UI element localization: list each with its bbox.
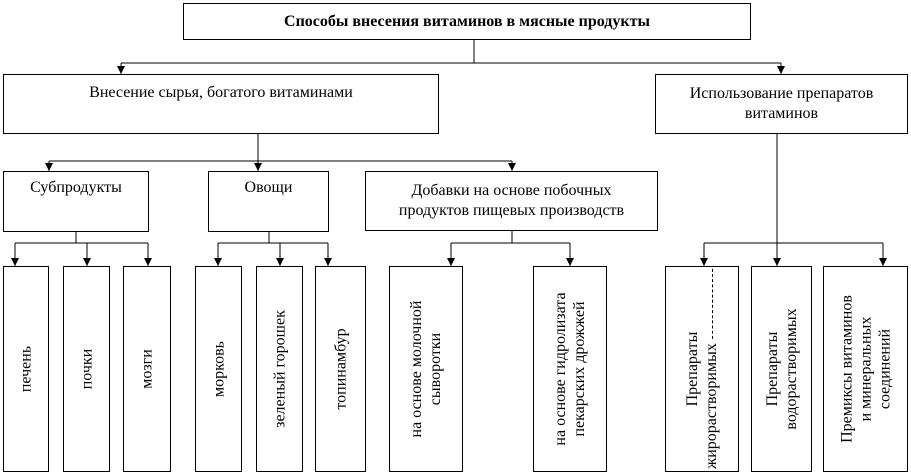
leaf-yeast: на основе гидролизата пекарских дрожжей [533, 266, 607, 472]
node-additives: Добавки на основе побочных продуктов пищ… [365, 171, 658, 231]
leaf-fat-soluble-line-1: Препараты [684, 331, 701, 407]
leaf-premixes-line-1: Премиксы витаминов [838, 295, 855, 443]
leaf-whey-line-1: на основе молочной [408, 300, 425, 438]
leaf-peas-text: зеленый горошек [271, 310, 288, 428]
leaf-whey: на основе молочной сыворотки [389, 266, 463, 472]
leaf-premixes-line-2: и минеральных [857, 316, 874, 422]
leaf-kidneys-text: почки [78, 348, 95, 390]
leaf-carrot-text: морковь [210, 341, 227, 397]
leaf-peas: зеленый горошек [256, 266, 303, 472]
leaf-water-soluble: Препараты водорастворимых [751, 266, 812, 472]
leaf-fat-soluble: Препараты жирорастворимых [665, 266, 739, 472]
leaf-topinambur-text: топинамбур [332, 328, 349, 410]
node-preparations-text: Использование препаратов витаминов [689, 85, 874, 122]
leaf-yeast-line-1: на основе гидролизата [552, 292, 569, 446]
leaf-liver: печень [3, 266, 49, 472]
leaf-premixes-text: Премиксы витаминов и минеральных соедине… [837, 295, 894, 443]
node-vegetables-text: Овощи [244, 179, 293, 196]
leaf-topinambur: топинамбур [315, 266, 366, 472]
node-offal-text: Субпродукты [30, 179, 122, 196]
leaf-water-soluble-text: Препараты водорастворимых [763, 308, 801, 429]
diagram-title: Способы внесения витаминов в мясные прод… [183, 3, 751, 40]
leaf-water-soluble-line-1: Препараты [763, 331, 781, 407]
leaf-liver-text: печень [17, 345, 35, 393]
leaf-fat-soluble-text: Препараты жирорастворимых [683, 269, 721, 469]
node-vegetables: Овощи [208, 171, 329, 232]
node-additives-text: Добавки на основе побочных продуктов пищ… [398, 182, 625, 219]
node-offal: Субпродукты [3, 171, 149, 232]
leaf-fat-soluble-line-2: жирорастворимых [702, 269, 721, 469]
leaf-premixes-line-3: соединений [876, 328, 893, 410]
node-preparations: Использование препаратов витаминов [655, 74, 908, 134]
leaf-premixes: Премиксы витаминов и минеральных соедине… [823, 266, 908, 472]
leaf-fat-soluble-line-2-text: жирорастворимых [703, 343, 720, 469]
node-raw-materials: Внесение сырья, богатого витаминами [3, 74, 439, 134]
diagram-title-text: Способы внесения витаминов в мясные прод… [284, 12, 650, 30]
leaf-kidneys: почки [63, 266, 110, 472]
leaf-whey-text: на основе молочной сыворотки [407, 301, 445, 438]
leaf-whey-line-2: сыворотки [427, 332, 444, 406]
leaf-water-soluble-line-2: водорастворимых [782, 308, 800, 430]
leaf-yeast-text: на основе гидролизата пекарских дрожжей [551, 292, 589, 445]
leaf-yeast-line-2: пекарских дрожжей [571, 301, 588, 437]
dashed-underline [711, 269, 713, 340]
node-raw-materials-text: Внесение сырья, богатого витаминами [89, 84, 353, 101]
leaf-carrot: морковь [195, 266, 242, 472]
leaf-brains-text: мозги [138, 349, 156, 389]
leaf-brains: мозги [123, 266, 171, 472]
